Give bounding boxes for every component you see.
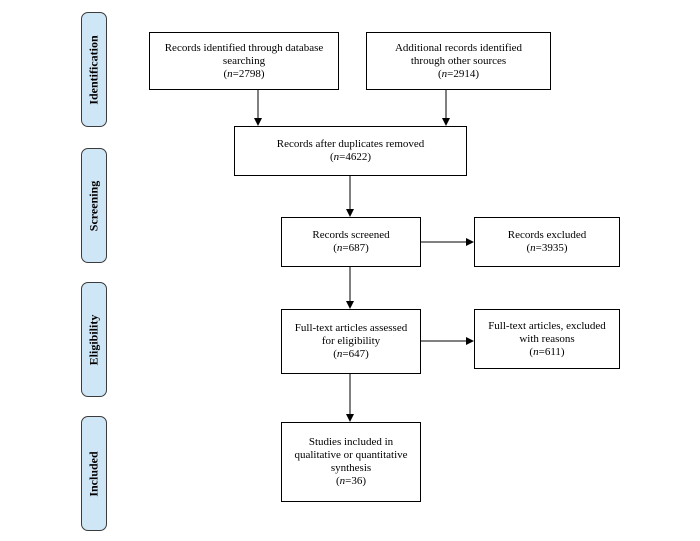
count-value: 611 (544, 345, 561, 358)
box-count: (n=2798) (223, 67, 265, 80)
phase-screening-label: Screening (86, 180, 101, 231)
phase-screening: Screening (81, 148, 107, 263)
box-records-excluded: Records excluded (n=3935) (474, 217, 620, 267)
box-text-line: Records excluded (507, 229, 587, 241)
box-text-line: through other sources (410, 54, 507, 67)
phase-identification-label: Identification (86, 34, 101, 105)
phase-eligibility: Eligibility (81, 282, 107, 397)
count-value: 4622 (345, 151, 368, 163)
box-text-line: for eligibility (321, 335, 381, 347)
box-studies-included: Studies included in qualitative or quant… (281, 422, 421, 502)
count-value: 647 (348, 348, 366, 360)
phase-included: Included (81, 416, 107, 531)
box-duplicates-removed: Records after duplicates removed (n=4622… (234, 126, 467, 176)
count-value: 2798 (238, 67, 261, 80)
phase-identification: Identification (81, 12, 107, 127)
box-text-line: with reasons (519, 332, 575, 345)
phase-eligibility-label: Eligibility (86, 314, 101, 365)
count-value: 687 (348, 242, 366, 254)
box-fulltext-excluded: Full-text articles, excluded with reason… (474, 309, 620, 369)
box-count: (n=4622) (329, 151, 372, 163)
box-count: (n=2914) (437, 67, 480, 80)
phase-included-label: Included (86, 450, 101, 497)
box-text-line: qualitative or quantitative (294, 449, 408, 461)
count-value: 36 (351, 475, 363, 487)
box-other-sources: Additional records identified through ot… (366, 32, 551, 90)
box-text-line: Records after duplicates removed (276, 138, 425, 150)
box-text-line: Records identified through database (164, 41, 324, 54)
count-value: 2914 (453, 67, 476, 80)
box-text-line: Full-text articles, excluded (488, 319, 606, 332)
box-count: (n=3935) (526, 242, 568, 254)
box-count: (n=647) (333, 348, 369, 360)
box-database-search: Records identified through database sear… (149, 32, 339, 90)
count-value: 3935 (541, 242, 564, 254)
box-count: (n=36) (335, 475, 367, 487)
box-text-line: Records screened (312, 229, 390, 241)
box-text-line: Additional records identified (394, 41, 523, 54)
box-text-line: Full-text articles assessed (294, 322, 408, 334)
box-text-line: searching (222, 54, 266, 67)
box-count: (n=687) (333, 242, 369, 254)
box-text-line: synthesis (330, 462, 372, 474)
box-fulltext-assessed: Full-text articles assessed for eligibil… (281, 309, 421, 374)
box-count: (n=611) (529, 345, 565, 358)
box-records-screened: Records screened (n=687) (281, 217, 421, 267)
box-text-line: Studies included in (308, 436, 394, 448)
